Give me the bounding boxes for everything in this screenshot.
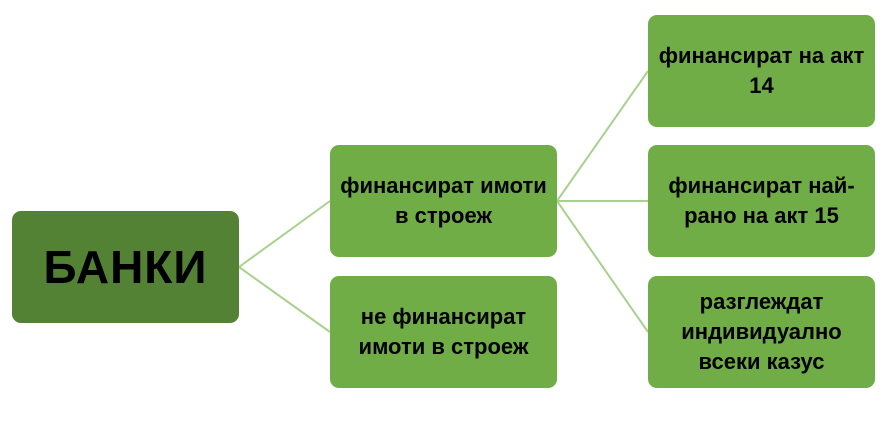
connector-root-branch-1 xyxy=(238,200,331,268)
connector-branch-1-leaf-1 xyxy=(556,70,649,202)
leaf-node-label: финансират на акт 14 xyxy=(658,43,865,98)
leaf-node-individual-case: разглеждат индивидуално всеки казус xyxy=(648,276,875,388)
leaf-node-act-14: финансират на акт 14 xyxy=(648,15,875,127)
branch-node-label: финансират имоти в строеж xyxy=(340,173,547,228)
branch-node-label: не финансират имоти в строеж xyxy=(358,304,529,359)
connector-root-branch-2 xyxy=(238,266,331,333)
root-node-banks: БАНКИ xyxy=(12,211,239,323)
root-node-label: БАНКИ xyxy=(43,241,208,293)
branch-node-finance-under-construction: финансират имоти в строеж xyxy=(330,145,557,257)
leaf-node-act-15: финансират най-рано на акт 15 xyxy=(648,145,875,257)
connector-branch-1-leaf-3 xyxy=(556,200,649,333)
branch-node-no-finance-under-construction: не финансират имоти в строеж xyxy=(330,276,557,388)
leaf-node-label: финансират най-рано на акт 15 xyxy=(668,173,855,228)
leaf-node-label: разглеждат индивидуално всеки казус xyxy=(681,289,842,374)
